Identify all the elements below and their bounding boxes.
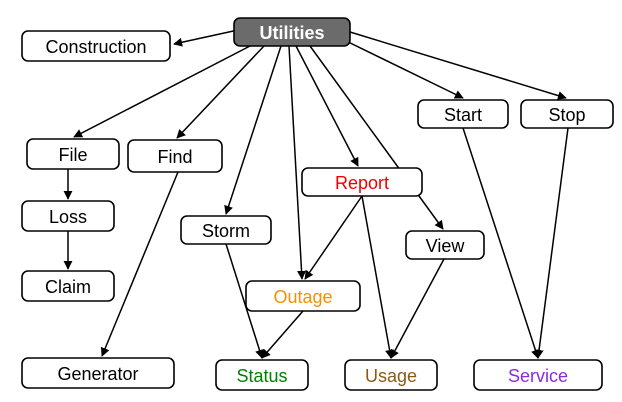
node-file-label: File: [58, 145, 87, 165]
node-find-box: [127, 139, 223, 173]
edge-utilities-to-stop: [349, 31, 567, 100]
node-report-label: Report: [335, 173, 389, 193]
node-file-box: [26, 138, 120, 170]
node-stop: Stop: [520, 99, 614, 129]
node-find: Find: [127, 139, 223, 173]
node-construction: Construction: [21, 30, 171, 62]
node-usage-label: Usage: [365, 366, 417, 386]
node-outage: Outage: [245, 280, 361, 312]
node-utilities-label: Utilities: [259, 23, 324, 43]
edge-utilities-to-start: [339, 37, 464, 99]
node-status-box: [215, 359, 309, 391]
edge-outage-to-status: [261, 310, 304, 359]
node-loss-label: Loss: [49, 207, 87, 227]
edges-layer: [63, 29, 569, 359]
node-status: Status: [215, 359, 309, 391]
edge-stop-to-service: [534, 127, 569, 359]
edge-find-to-generator: [100, 171, 179, 357]
node-claim: Claim: [21, 270, 115, 302]
node-storm-label: Storm: [202, 221, 250, 241]
node-start-box: [417, 99, 509, 129]
node-generator-label: Generator: [57, 364, 138, 384]
node-find-label: Find: [157, 147, 192, 167]
node-stop-label: Stop: [548, 105, 585, 125]
edge-report-to-outage: [304, 195, 363, 280]
node-view: View: [405, 230, 485, 260]
node-storm-box: [180, 215, 272, 245]
edge-utilities-to-view: [309, 45, 444, 230]
node-usage-box: [344, 359, 438, 391]
node-service-box: [473, 359, 603, 391]
node-utilities: Utilities: [233, 17, 351, 47]
node-service-label: Service: [508, 366, 568, 386]
node-start-label: Start: [444, 105, 482, 125]
node-report: Report: [301, 167, 423, 197]
node-loss-box: [21, 200, 115, 232]
node-start: Start: [417, 99, 509, 129]
edge-utilities-to-outage: [288, 45, 307, 280]
node-construction-label: Construction: [45, 37, 146, 57]
edge-utilities-to-find: [176, 45, 265, 139]
node-service: Service: [473, 359, 603, 391]
node-report-box: [301, 167, 423, 197]
edge-view-to-usage: [390, 258, 445, 359]
node-claim-box: [21, 270, 115, 302]
node-view-label: View: [426, 236, 466, 256]
node-construction-box: [21, 30, 171, 62]
node-storm: Storm: [180, 215, 272, 245]
node-loss: Loss: [21, 200, 115, 232]
node-file: File: [26, 138, 120, 170]
node-stop-box: [520, 99, 614, 129]
node-generator: Generator: [21, 357, 175, 389]
edge-utilities-to-construction: [173, 29, 239, 47]
node-utilities-box: [233, 17, 351, 47]
node-generator-box: [21, 357, 175, 389]
edge-storm-to-status: [225, 243, 264, 359]
edge-utilities-to-report: [295, 45, 359, 167]
node-claim-label: Claim: [45, 277, 91, 297]
node-usage: Usage: [344, 359, 438, 391]
node-outage-box: [245, 280, 361, 312]
node-outage-label: Outage: [273, 287, 332, 307]
edge-report-to-usage: [361, 195, 395, 359]
edge-utilities-to-storm: [224, 45, 282, 215]
node-view-box: [405, 230, 485, 260]
edge-start-to-service: [462, 127, 540, 359]
edge-utilities-to-file: [73, 45, 251, 138]
node-status-label: Status: [236, 366, 287, 386]
